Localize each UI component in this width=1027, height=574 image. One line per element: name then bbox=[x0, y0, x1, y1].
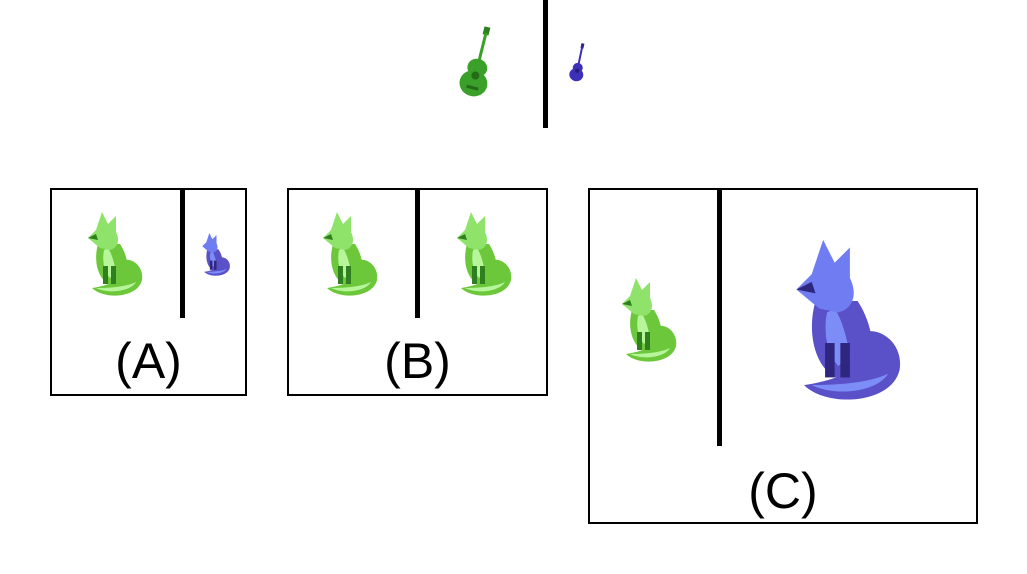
blue-guitar-icon bbox=[569, 42, 588, 82]
green-guitar-icon bbox=[459, 24, 496, 98]
panel-b-divider bbox=[415, 190, 420, 318]
blue-fox-icon bbox=[788, 236, 908, 408]
panel-c-label: (C) bbox=[748, 463, 818, 519]
panel-a-divider bbox=[180, 190, 185, 318]
panel-c-divider bbox=[717, 190, 722, 446]
panel-a[interactable]: (A) bbox=[50, 188, 247, 396]
blue-fox-icon bbox=[201, 232, 231, 278]
green-fox-icon bbox=[86, 210, 144, 300]
green-fox-icon bbox=[620, 276, 678, 366]
panel-b-label: (B) bbox=[384, 333, 451, 389]
panel-a-label: (A) bbox=[115, 333, 182, 389]
green-fox-icon bbox=[321, 210, 379, 300]
panel-c[interactable]: (C) bbox=[588, 188, 978, 524]
exemplar-divider bbox=[543, 0, 548, 128]
panel-b[interactable]: (B) bbox=[287, 188, 548, 396]
green-fox-icon bbox=[455, 210, 513, 300]
